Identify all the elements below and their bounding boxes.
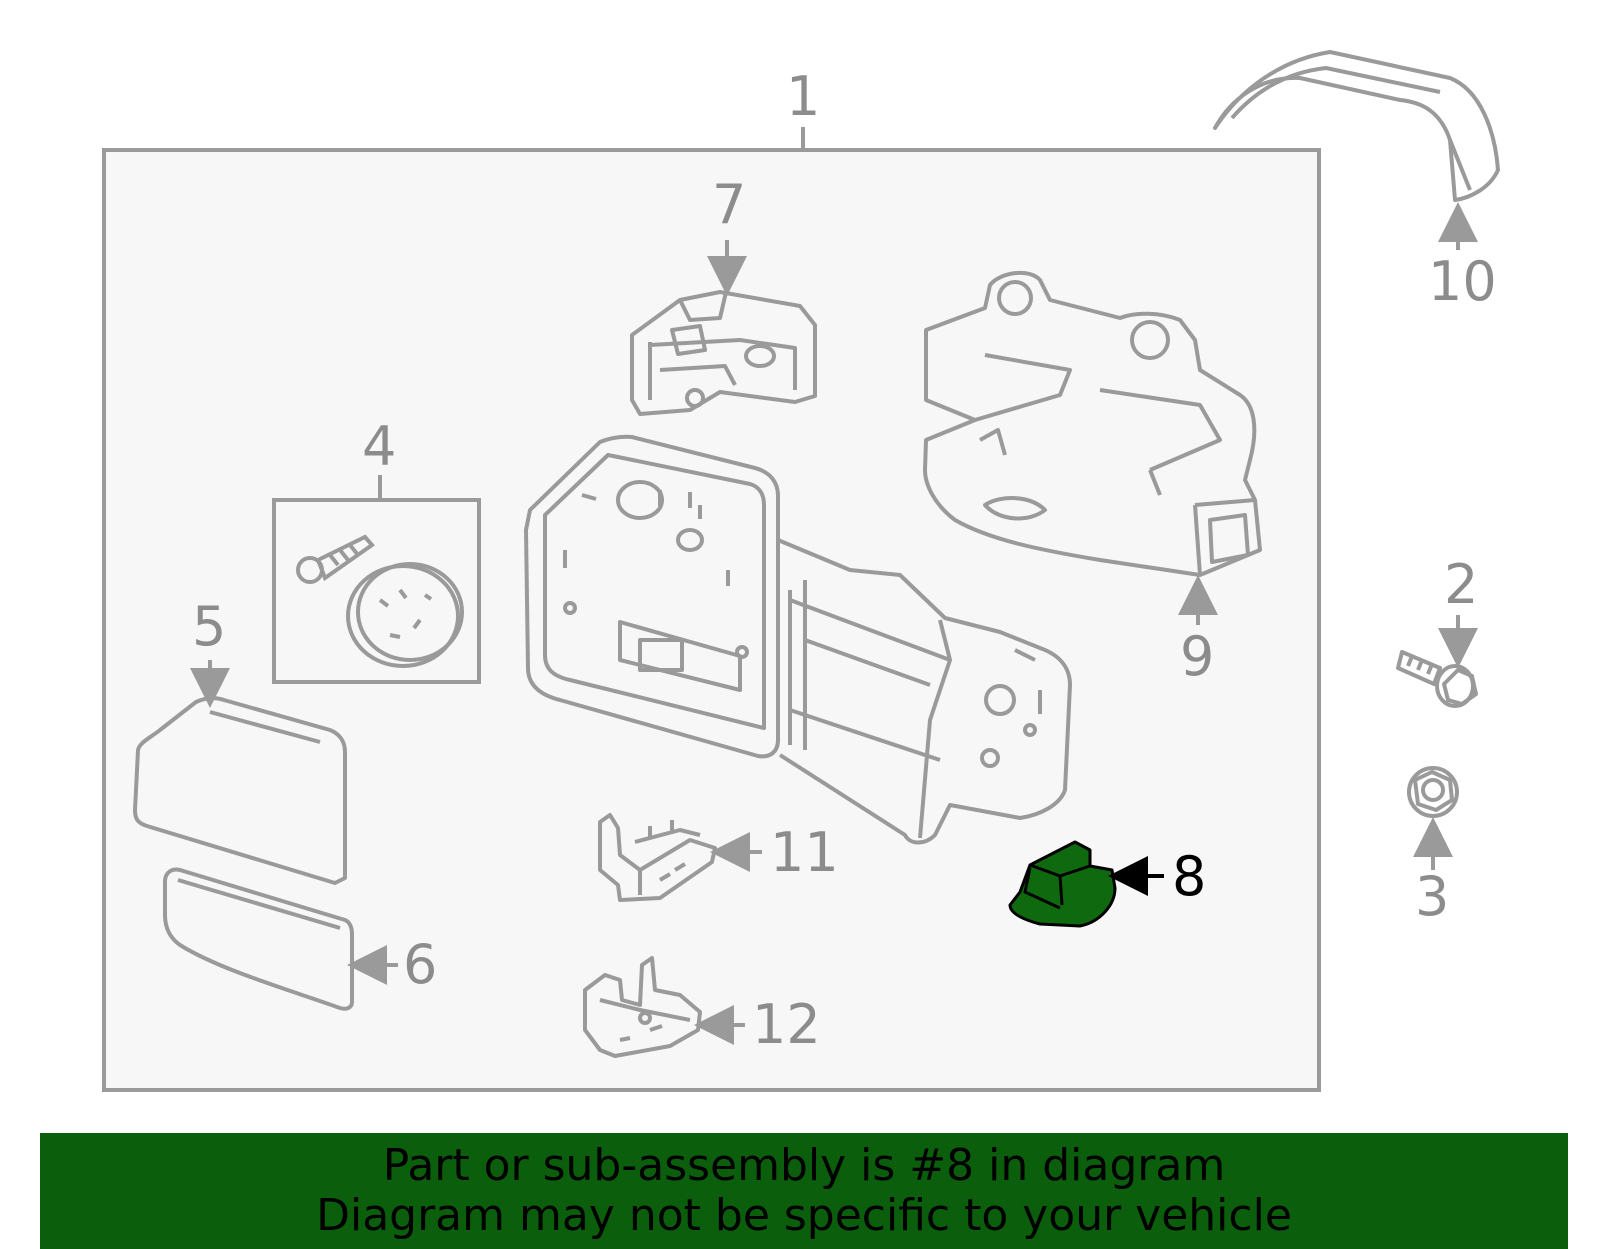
banner-line-part: Part or sub-assembly is #8 in diagram <box>382 1140 1226 1191</box>
callout-5: 5 <box>192 595 227 658</box>
part-3-nut <box>1407 766 1459 818</box>
callout-6: 6 <box>403 933 438 996</box>
parts-diagram <box>102 50 1500 1092</box>
part-4-cap <box>346 562 464 668</box>
part-10-cap <box>1213 50 1500 202</box>
callout-1: 1 <box>786 65 821 128</box>
part-6-lower-glass <box>163 867 354 1011</box>
callout-3: 3 <box>1415 865 1450 928</box>
callout-11: 11 <box>770 821 839 884</box>
part-2-bolt <box>1396 650 1478 708</box>
callout-10: 10 <box>1428 250 1497 313</box>
callout-4: 4 <box>362 415 397 478</box>
diagram-drawing <box>102 50 1500 1092</box>
part-12-bracket <box>583 956 702 1058</box>
part-9-housing <box>923 270 1262 577</box>
callout-8: 8 <box>1172 845 1207 908</box>
callout-9: 9 <box>1180 625 1215 688</box>
assembly-box <box>102 148 1321 1092</box>
callout-2: 2 <box>1444 553 1479 616</box>
part-4-screw <box>296 534 375 584</box>
part-4-inset-box <box>272 498 481 684</box>
callout-7: 7 <box>712 173 747 236</box>
banner-line-disclaimer: Diagram may not be specific to your vehi… <box>316 1190 1292 1241</box>
mirror-head-assembly <box>524 434 1072 845</box>
info-banner: Part or sub-assembly is #8 in diagram Di… <box>40 1133 1568 1249</box>
callout-12: 12 <box>752 993 821 1056</box>
